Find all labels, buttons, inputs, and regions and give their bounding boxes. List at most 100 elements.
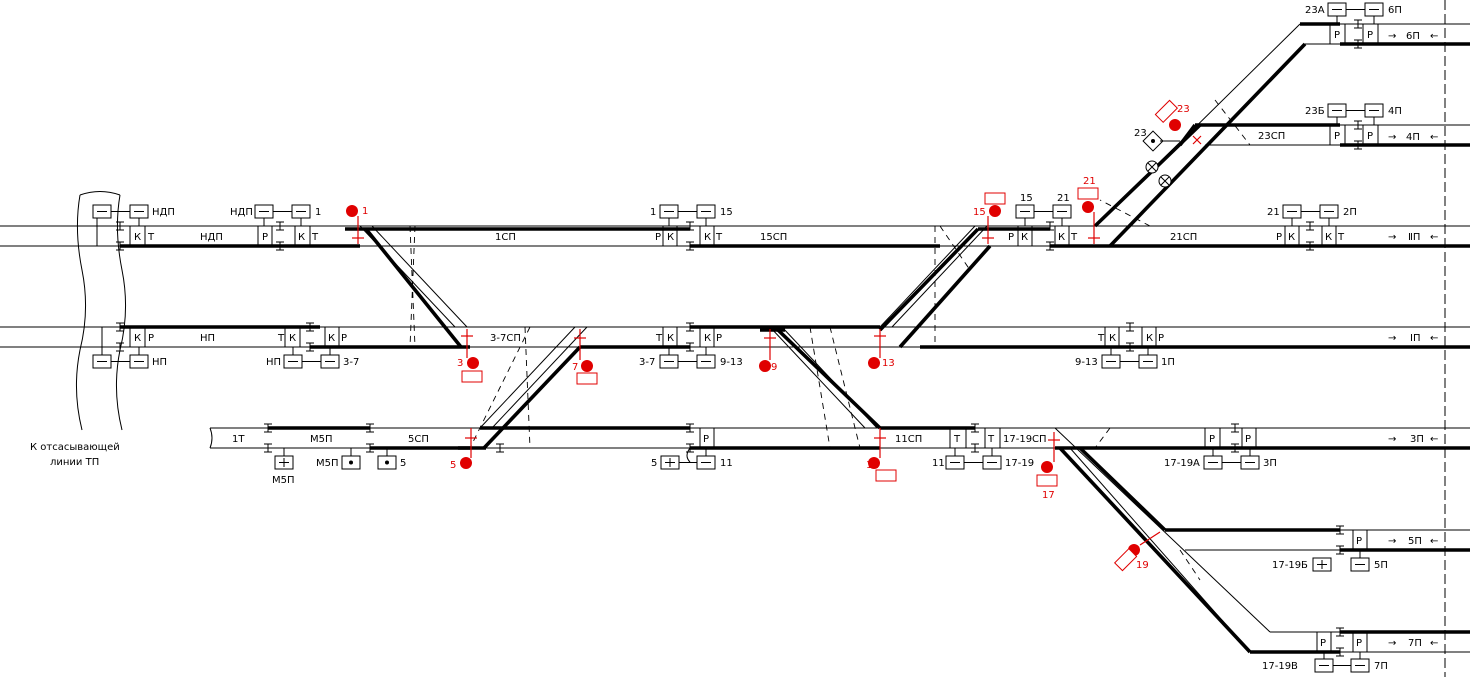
signal-label: НП — [152, 357, 167, 368]
relay-letter: Р — [148, 333, 154, 344]
relay-letter: К — [667, 333, 674, 344]
signal-5-11 — [660, 447, 716, 470]
insulated-joints — [116, 19, 1362, 657]
relay-letter: К — [1058, 232, 1065, 243]
track-label: 7П — [1408, 638, 1422, 649]
exhaust-label-line1: К отсасывающей — [30, 442, 120, 453]
signal-label: 3-7 — [343, 357, 359, 368]
exhaust-lines — [75, 191, 127, 431]
relay-letter: Р — [1008, 232, 1014, 243]
signal-np-3-7 — [283, 347, 340, 369]
relay-letter: Р — [1367, 30, 1373, 41]
switch-number: 1 — [362, 206, 368, 217]
relay-letter: Т — [715, 232, 723, 243]
signal-label: 7П — [1374, 661, 1388, 672]
relay-letter: Т — [1070, 232, 1078, 243]
relay-letter: К — [1146, 333, 1153, 344]
signal-label: 9-13 — [1075, 357, 1098, 368]
relay-letter: К — [1109, 333, 1116, 344]
track-label: ⅡП — [1408, 232, 1420, 243]
section-label: 21СП — [1170, 232, 1197, 243]
section-label: 15СП — [760, 232, 787, 243]
switch-number: 5 — [450, 460, 456, 471]
switch-number: 17 — [1042, 490, 1055, 501]
signal-label: НДП — [152, 207, 175, 218]
signal-23a-6p — [1327, 2, 1384, 24]
relay-letter: Р — [1334, 30, 1340, 41]
signal-label: 21 — [1057, 193, 1070, 204]
signal-label: 15 — [1020, 193, 1033, 204]
relay-letter: К — [667, 232, 674, 243]
signal-label: 3-7 — [639, 357, 655, 368]
signal-label: 15 — [720, 207, 733, 218]
arrow-out-icon: → — [1388, 638, 1396, 649]
relay-letter: Т — [277, 333, 285, 344]
relay-letter: Т — [1097, 333, 1105, 344]
signal-label: 17-19В — [1262, 661, 1298, 672]
signal-label: 17-19 — [1005, 458, 1034, 469]
signal-label: НДП — [230, 207, 253, 218]
section-label: 11СП — [895, 434, 922, 445]
relay-letter: К — [289, 333, 296, 344]
signal-11-17-19 — [945, 448, 1002, 470]
section-label: 1Т — [232, 434, 245, 445]
signal-1-15 — [659, 204, 716, 226]
arrow-in-icon: ← — [1430, 536, 1438, 547]
arrow-out-icon: → — [1388, 31, 1396, 42]
signal-label: М5П — [272, 475, 295, 486]
signal-label: 1 — [315, 207, 321, 218]
relay-letter: Т — [953, 434, 961, 445]
relay-letter: К — [134, 232, 141, 243]
signal-9-13-1p — [1101, 347, 1158, 369]
relay-letter: Р — [703, 434, 709, 445]
exhaust-label-line2: линии ТП — [50, 457, 99, 468]
signal-label: 1П — [1161, 357, 1175, 368]
signal-heads — [92, 2, 1384, 673]
track-label: ⅠП — [1410, 333, 1420, 344]
section-label: 5СП — [408, 434, 429, 445]
relay-letter: Т — [655, 333, 663, 344]
signal-17-19v-7p — [1314, 652, 1370, 673]
switch-number: 19 — [1136, 560, 1149, 571]
switch-number: 9 — [771, 362, 777, 373]
relay-letter: Р — [716, 333, 722, 344]
relay-letter: К — [328, 333, 335, 344]
signal-label: 23 — [1134, 128, 1147, 139]
relay-letter: Р — [1209, 434, 1215, 445]
relay-letter: К — [704, 232, 711, 243]
arrow-in-icon: ← — [1430, 638, 1438, 649]
dashed-bonds — [409, 99, 1251, 581]
arrow-out-icon: → — [1388, 434, 1396, 445]
relay-boxes — [129, 24, 1379, 652]
section-label: НДП — [200, 232, 223, 243]
signal-23b-4p — [1327, 103, 1384, 125]
relay-letter: К — [704, 333, 711, 344]
relay-letters: К Т Р К К Т Р К К Т Р К К Т Р К К Т К Р … — [134, 30, 1373, 649]
signal-label: 9-13 — [720, 357, 743, 368]
signal-label: НП — [266, 357, 281, 368]
signal-label: 23Б — [1305, 106, 1325, 117]
signal-np-bottom — [92, 327, 149, 369]
relay-letter: Т — [311, 232, 319, 243]
track-label: 4П — [1406, 132, 1420, 143]
relay-letter: Р — [1356, 638, 1362, 649]
signal-label: 1 — [650, 207, 656, 218]
relay-letter: К — [1021, 232, 1028, 243]
signal-15-21 — [1015, 204, 1072, 226]
signal-label: 3П — [1263, 458, 1277, 469]
relay-letter: К — [1288, 232, 1295, 243]
relay-letter: Р — [1245, 434, 1251, 445]
relay-letter: Р — [1158, 333, 1164, 344]
relay-letter: К — [1325, 232, 1332, 243]
relay-letter: Р — [262, 232, 268, 243]
switch-number: 15 — [973, 207, 986, 218]
signal-label: 5П — [1374, 560, 1388, 571]
relay-letter: Т — [987, 434, 995, 445]
signal-label: 11 — [932, 458, 945, 469]
section-label: 17-19СП — [1003, 434, 1047, 445]
track-label: 3П — [1410, 434, 1424, 445]
switch-number: 23 — [1177, 104, 1190, 115]
switch-number: 3 — [457, 358, 463, 369]
signal-label: 17-19А — [1164, 458, 1200, 469]
signal-label: 5 — [400, 458, 406, 469]
